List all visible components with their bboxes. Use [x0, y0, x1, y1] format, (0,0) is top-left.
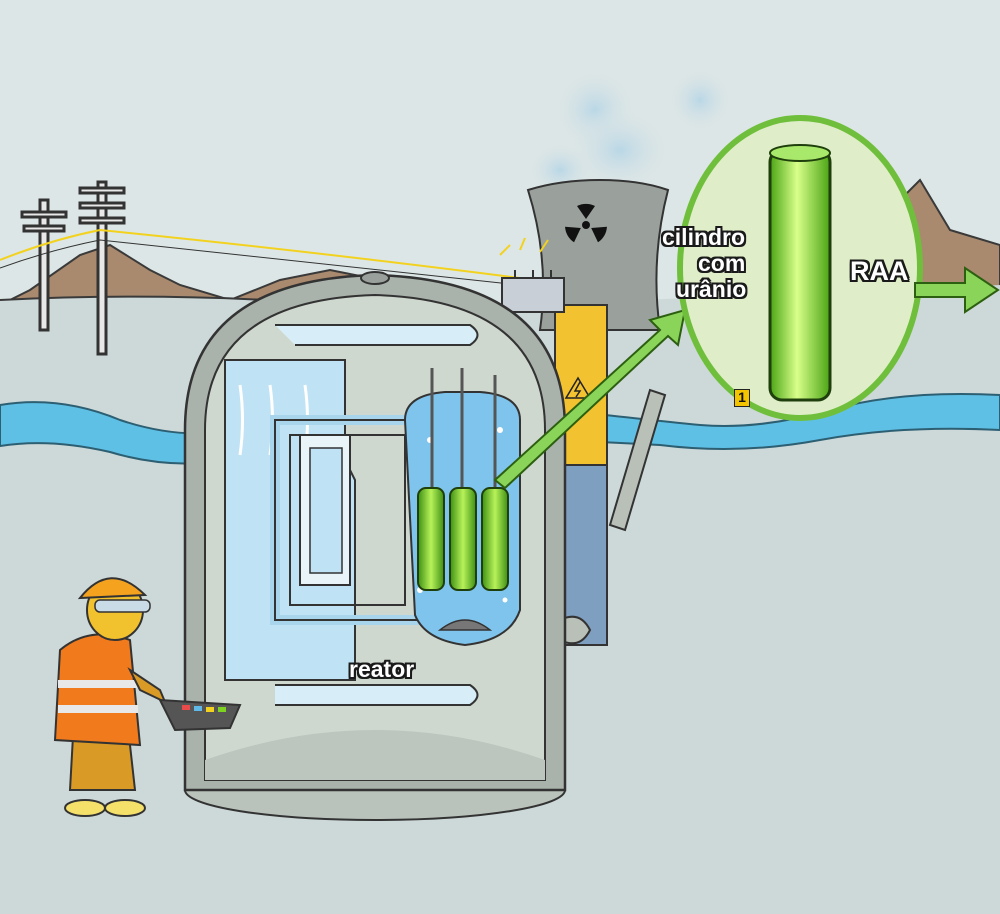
fuel-rod: [418, 488, 444, 590]
transformer-box: [502, 278, 564, 312]
step-badge: 1: [734, 389, 750, 407]
label-raa: RAA: [850, 258, 909, 285]
fuel-rods: [418, 488, 508, 590]
label-cylinder-line2: com: [698, 252, 745, 275]
safety-vest: [55, 634, 140, 745]
label-reactor: reator: [349, 658, 414, 681]
uranium-cylinder: [770, 150, 830, 400]
control-panel: [160, 700, 240, 730]
fuel-rod: [482, 488, 508, 590]
label-cylinder-line3: urânio: [676, 278, 746, 301]
fuel-rod: [450, 488, 476, 590]
label-cylinder-line1: cilindro: [662, 226, 745, 249]
